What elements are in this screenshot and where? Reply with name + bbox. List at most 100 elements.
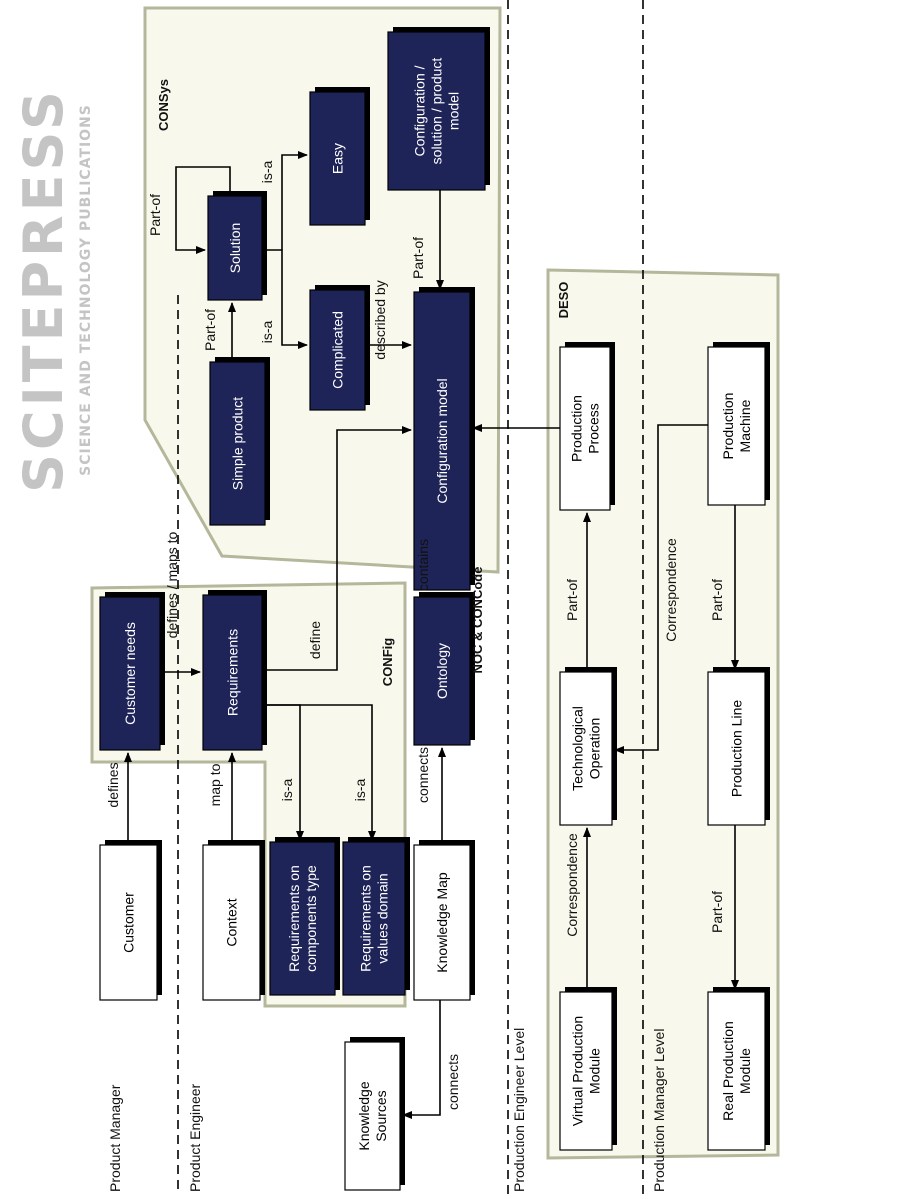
node-customer: Customer: [99, 840, 162, 1001]
node-req-values: Requirements onvalues domain: [342, 837, 410, 996]
node-box: [309, 289, 366, 411]
node-easy: Easy: [309, 87, 370, 226]
node-label-line: Easy: [330, 143, 346, 174]
edge-label-defines-maps-to: defines / maps to: [164, 531, 180, 638]
node-label-line: Production Line: [729, 700, 745, 798]
node-label: Knowledge Map: [434, 872, 450, 973]
edge-label-is-a-complicated: is-a: [259, 321, 275, 344]
node-label: Virtual ProductionModule: [570, 1016, 603, 1126]
node-label: ProductionProcess: [569, 395, 602, 462]
node-box: [99, 596, 161, 751]
watermark-subtitle: SCIENCE AND TECHNOLOGY PUBLICATIONS: [78, 104, 94, 476]
node-box: [309, 91, 366, 226]
node-box: [209, 361, 266, 526]
node-box: [413, 596, 471, 746]
node-box: [707, 346, 766, 506]
node-label-line: Requirements on: [286, 865, 302, 972]
edge-label-part-of-simple: Part-of: [202, 309, 218, 351]
node-label-line: Knowledge Map: [434, 872, 450, 973]
level-label-production-engineer: Production Engineer Level: [511, 1028, 527, 1192]
node-label: Configuration model: [434, 378, 450, 503]
node-label-line: Sources: [373, 1090, 389, 1141]
node-knowledge-sources: KnowledgeSources: [344, 1037, 405, 1191]
edge-label-described-by: described by: [372, 280, 388, 359]
node-box: [707, 671, 766, 826]
node-production-process: ProductionProcess: [559, 342, 615, 511]
node-label: Customer needs: [122, 622, 138, 725]
node-label-line: Configuration model: [434, 378, 450, 503]
node-box: [202, 844, 261, 1001]
node-label: TechnologicalOperation: [570, 706, 603, 791]
node-configuration-model: Configuration model: [413, 287, 475, 591]
node-label: Configuration /solution / productmodel: [412, 58, 462, 165]
edge-label-correspondence-2: Correspondence: [663, 538, 679, 642]
node-label-line: Machine: [737, 399, 753, 452]
node-box: [559, 671, 613, 826]
node-config-solution-model: Configuration /solution / productmodel: [387, 27, 490, 191]
node-label-line: Requirements: [225, 629, 241, 716]
node-label: Easy: [330, 143, 346, 174]
node-label: Complicated: [330, 311, 346, 389]
edge-label-map-to: map to: [207, 763, 223, 806]
node-label-line: Requirements on: [358, 865, 374, 972]
node-box: [344, 1041, 401, 1191]
node-box: [413, 844, 471, 1001]
level-label-product-engineer: Product Engineer: [187, 1083, 203, 1192]
node-label: Requirements oncomponents type: [286, 865, 319, 972]
node-label-line: Real Production: [720, 1021, 736, 1121]
node-box: [99, 844, 158, 1001]
edge-label-part-of-config: Part-of: [410, 237, 426, 279]
node-label: Production Line: [729, 700, 745, 798]
node-label-line: solution / product: [429, 58, 445, 165]
edge-label-part-of-machine: Part-of: [709, 579, 725, 621]
node-box: [707, 991, 766, 1151]
panel-title-noc: NOC & CONCode: [470, 567, 485, 674]
node-label: Requirements onvalues domain: [358, 865, 391, 972]
node-label-line: Customer needs: [122, 622, 138, 725]
node-technological-operation: TechnologicalOperation: [559, 667, 617, 826]
node-label-line: Production: [569, 395, 585, 462]
node-label-line: Complicated: [330, 311, 346, 389]
node-label-line: Context: [224, 898, 240, 946]
edge-label-part-of-line: Part-of: [709, 891, 725, 933]
node-label-line: Operation: [587, 718, 603, 779]
node-box: [202, 594, 263, 751]
panel-title-deso: DESO: [556, 282, 571, 319]
edge-label-connects-1: connects: [415, 747, 431, 803]
panel-title-consys: CONSys: [156, 79, 171, 131]
node-customer-needs: Customer needs: [99, 592, 165, 751]
node-context: Context: [202, 840, 265, 1001]
edge-arrow: [281, 151, 308, 250]
edge-label-is-a-2: is-a: [352, 779, 368, 802]
node-box: [269, 841, 336, 996]
edge-label-is-a-easy: is-a: [259, 161, 275, 184]
node-label-line: Customer: [121, 892, 137, 953]
level-label-production-manager: Production Manager Level: [651, 1029, 667, 1192]
edge-label-define: define: [307, 621, 323, 659]
node-complicated: Complicated: [309, 285, 370, 411]
node-label-line: Ontology: [434, 643, 450, 699]
edge-label-is-a-1: is-a: [279, 779, 295, 802]
node-box: [559, 346, 611, 511]
node-production-machine: ProductionMachine: [707, 342, 770, 506]
node-box: [387, 31, 486, 191]
edge-label-connects-2: connects: [445, 1054, 461, 1110]
node-label-line: Technological: [570, 706, 586, 791]
edge-arrow: [402, 1000, 441, 1119]
edge-arrow: [175, 166, 231, 254]
node-box: [342, 841, 406, 996]
edge-label-part-of-loop: Part-of: [147, 194, 163, 236]
node-label-line: model: [446, 92, 462, 130]
node-label: Real ProductionModule: [720, 1021, 753, 1121]
node-label: Ontology: [434, 643, 450, 699]
node-box: [207, 195, 263, 301]
node-ontology: Ontology: [413, 592, 475, 746]
edge-arrow: [614, 424, 708, 754]
edge-label-part-of-process: Part-of: [564, 579, 580, 621]
node-req-components: Requirements oncomponents type: [269, 837, 340, 996]
node-label-line: Simple product: [230, 397, 246, 490]
node-label: Context: [224, 898, 240, 946]
node-label-line: Configuration /: [412, 65, 428, 156]
